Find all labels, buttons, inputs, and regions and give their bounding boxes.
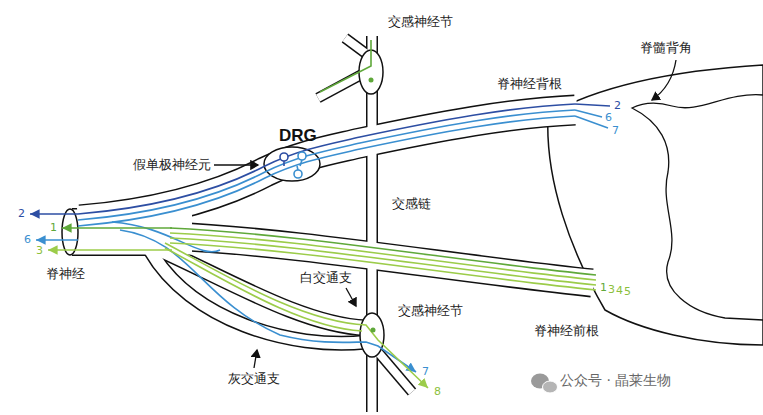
nerve-cut-end [62, 209, 78, 255]
callout-number: 4 [616, 284, 623, 297]
part-label: 灰交通支 [228, 371, 280, 387]
spinal-cord [548, 65, 763, 345]
motor-fibers [165, 243, 428, 388]
nerve-fill [168, 236, 594, 283]
part-label: 脊神经 [46, 266, 85, 282]
nerve-fill [150, 250, 366, 343]
part-label: 脊髓背角 [640, 40, 692, 56]
callout-number: 3 [36, 244, 43, 257]
callout-number: 2 [18, 207, 25, 220]
part-label: 脊神经前根 [534, 323, 599, 339]
spinal-cord [548, 65, 763, 345]
motor-fibers [371, 328, 376, 333]
sensory-fibers [297, 166, 298, 170]
watermark: 公众号 · 晶莱生物 [560, 372, 671, 389]
motor-fibers [170, 243, 596, 290]
motor-fibers [170, 233, 596, 280]
part-label: 交感神经节 [388, 14, 453, 30]
sensory-fibers [298, 152, 306, 160]
callout-number: 6 [24, 233, 31, 246]
callout-number: 5 [624, 285, 631, 298]
sensory-fibers [294, 170, 302, 178]
sensory-fibers [30, 213, 78, 215]
sensory-fibers [78, 116, 575, 226]
watermark-icon [543, 381, 558, 393]
motor-fibers [170, 228, 596, 275]
motor-fibers [320, 40, 371, 92]
sensory-fibers [575, 116, 608, 128]
sensory-fibers [280, 153, 288, 161]
sensory-fibers [78, 104, 575, 214]
sensory-fibers [283, 161, 285, 166]
sensory-fibers [112, 222, 220, 252]
part-label: 脊神经背根 [497, 76, 562, 92]
ganglion [264, 147, 320, 181]
sensory-fibers [36, 239, 78, 241]
nerve-outline [72, 36, 592, 412]
sensory-fibers [300, 160, 302, 166]
nerve-fill [70, 36, 594, 412]
spinal-cord [632, 95, 763, 320]
part-label: DRG [279, 126, 317, 146]
part-label: 白交通支 [300, 270, 352, 286]
motor-fibers [369, 78, 374, 83]
part-label: 交感链 [392, 196, 431, 212]
callout-number: 7 [422, 365, 429, 378]
callout-number: 8 [434, 385, 441, 398]
ganglion [360, 313, 384, 357]
callout-number: 2 [614, 99, 621, 112]
leader-line [254, 350, 257, 368]
part-label: 假单极神经元 [133, 157, 211, 173]
sensory-fibers [30, 104, 610, 372]
leader-line [214, 60, 676, 368]
callout-number: 1 [50, 221, 57, 234]
leader-line [346, 288, 356, 306]
leader-line [652, 60, 676, 100]
sensory-fibers [575, 104, 610, 106]
watermark-icon [531, 374, 558, 394]
ganglion [264, 50, 384, 357]
callout-number: 3 [608, 283, 615, 296]
motor-fibers [48, 40, 596, 388]
motor-fibers [62, 227, 172, 229]
sensory-fibers [575, 110, 602, 117]
part-label: 交感神经节 [398, 303, 463, 319]
callout-number: 6 [605, 111, 612, 124]
sensory-fibers [120, 230, 416, 372]
callout-number: 7 [612, 124, 619, 137]
callout-number: 1 [600, 281, 607, 294]
motor-fibers [165, 248, 362, 331]
motor-fibers [170, 238, 596, 285]
motor-fibers [48, 249, 172, 251]
sensory-fibers [78, 110, 575, 220]
leader-line [214, 164, 258, 165]
